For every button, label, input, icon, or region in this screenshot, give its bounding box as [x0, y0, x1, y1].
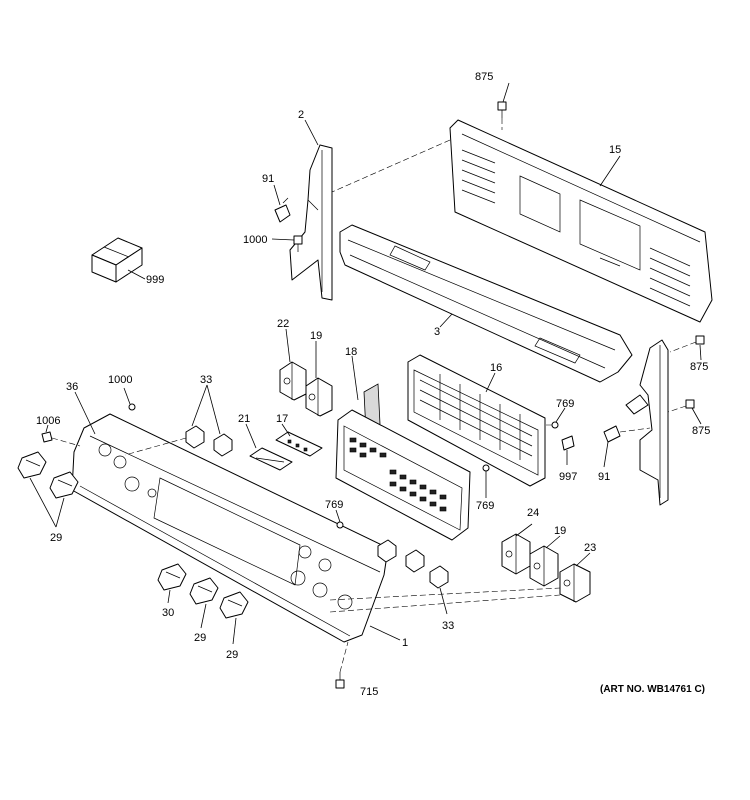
part-33-knob-base-e	[429, 565, 449, 589]
callout-36: 36	[66, 381, 78, 393]
callout-999: 999	[146, 274, 164, 286]
part-23-switch	[559, 563, 591, 603]
part-24-switch	[501, 533, 531, 575]
part-999-box	[91, 237, 143, 283]
callout-33-lower: 33	[442, 620, 454, 632]
callout-18: 18	[345, 346, 357, 358]
callout-17: 17	[276, 413, 288, 425]
part-1006-clip	[41, 431, 81, 447]
part-33-knob-base-c	[377, 539, 397, 563]
callout-16: 16	[490, 362, 502, 374]
callout-33-top: 33	[200, 374, 212, 386]
callout-2: 2	[298, 109, 304, 121]
callout-1000-left: 1000	[243, 234, 267, 246]
callout-1006: 1006	[36, 415, 60, 427]
callout-30: 30	[162, 607, 174, 619]
part-17-vent	[275, 431, 323, 457]
part-22-switch	[279, 361, 307, 401]
callout-3: 3	[434, 326, 440, 338]
part-19-switch-lower	[529, 545, 559, 587]
callout-19-lower: 19	[554, 525, 566, 537]
callout-875-right-upper: 875	[690, 361, 708, 373]
callout-24: 24	[527, 507, 539, 519]
art-number: (ART NO. WB14761 C)	[600, 684, 705, 695]
callout-769-lower: 769	[325, 499, 343, 511]
part-right-bracket	[625, 339, 669, 506]
part-2-left-bracket	[289, 144, 333, 301]
part-3-trim-bar	[339, 224, 633, 383]
callout-29-mid: 29	[194, 632, 206, 644]
callout-21: 21	[238, 413, 250, 425]
part-19-switch-top	[305, 377, 333, 417]
part-30-knob	[157, 563, 187, 591]
callout-15: 15	[609, 144, 621, 156]
callout-23: 23	[584, 542, 596, 554]
part-29-knob-lower-b	[219, 591, 249, 619]
part-875-screw-right-lower	[667, 399, 695, 413]
part-16-control-board	[407, 354, 546, 487]
callout-91-left: 91	[262, 173, 274, 185]
callout-875-right-lower: 875	[692, 425, 710, 437]
callout-22: 22	[277, 318, 289, 330]
part-1-control-panel	[71, 413, 389, 643]
callout-1000-mid: 1000	[108, 374, 132, 386]
part-18-keypad	[335, 383, 471, 541]
part-29-knob-upper-left	[17, 451, 47, 479]
callout-1: 1	[402, 637, 408, 649]
part-33-knob-base-d	[405, 549, 425, 573]
callout-769-mid: 769	[476, 500, 494, 512]
part-769-screw-mid	[482, 464, 490, 472]
callout-875-top: 875	[475, 71, 493, 83]
leader-lines	[29, 82, 702, 645]
callout-labels: 875 2 15 91 1000 999 3 22 19 18 16 875 3…	[36, 71, 710, 698]
part-15-rear-panel	[449, 119, 713, 323]
callout-997: 997	[559, 471, 577, 483]
callout-715: 715	[360, 686, 378, 698]
part-769-screw-lower	[336, 521, 344, 529]
part-91-clip-left	[274, 197, 291, 223]
part-1000-screw-left	[293, 235, 303, 252]
part-21-lens	[249, 447, 293, 471]
part-33-knob-base-a	[185, 425, 205, 449]
part-875-screw-top	[497, 101, 507, 118]
callout-19-top: 19	[310, 330, 322, 342]
part-29-knob-lower-a	[189, 577, 219, 605]
part-875-screw-right-upper	[669, 335, 705, 353]
part-1000-screw-mid	[128, 403, 136, 411]
callout-769-right: 769	[556, 398, 574, 410]
callout-29-lower: 29	[226, 649, 238, 661]
part-715-screw	[335, 672, 345, 689]
part-91-clip-right	[603, 425, 651, 443]
callout-29-left: 29	[50, 532, 62, 544]
part-997-clip	[561, 435, 575, 451]
part-29-knob-lower-left	[49, 471, 79, 499]
callout-91-right: 91	[598, 471, 610, 483]
part-33-knob-base-b	[213, 433, 233, 457]
